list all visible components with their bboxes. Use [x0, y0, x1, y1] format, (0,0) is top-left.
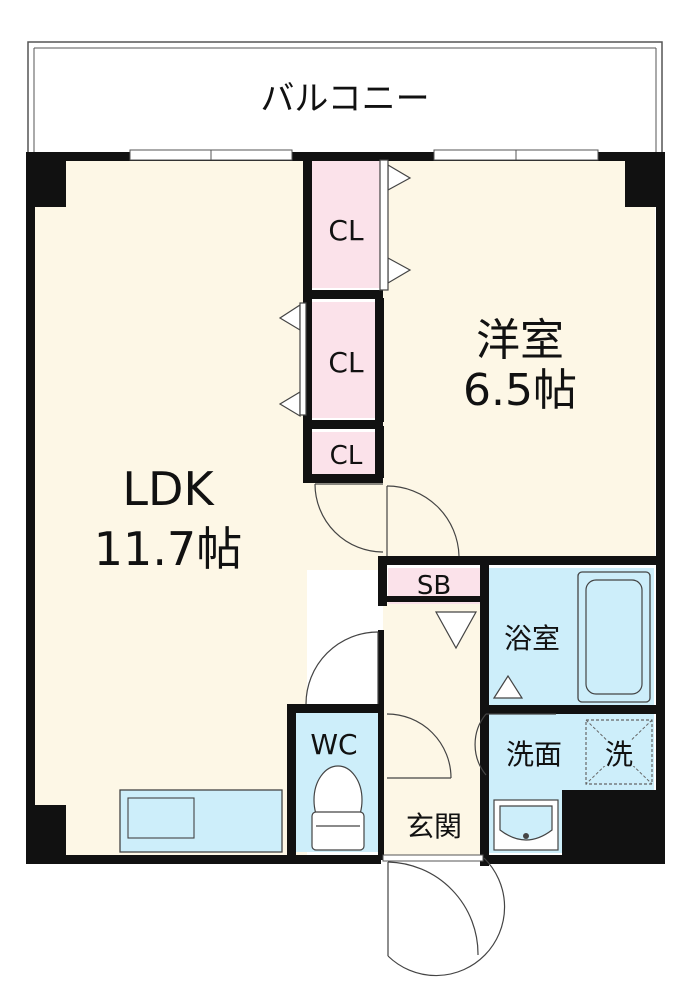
cl-middle-label: CL	[328, 346, 364, 379]
western-room-name-label: 洋室	[476, 315, 564, 366]
closet-doors	[278, 159, 412, 418]
kitchen-counter	[119, 789, 283, 853]
ldk-size-label: 11.7帖	[94, 522, 242, 576]
washer-label: 洗	[605, 738, 633, 771]
wash-basin	[493, 799, 559, 851]
door-swings	[305, 483, 556, 977]
western-room-size-label: 6.5帖	[463, 365, 577, 416]
entrance-step	[382, 854, 484, 862]
toilet	[311, 765, 365, 851]
balcony-label: バルコニー	[260, 79, 429, 119]
toilet-label: WC	[310, 728, 357, 761]
washroom-label: 洗面	[506, 738, 562, 771]
cl-top-floor	[312, 160, 380, 288]
washer-pan	[585, 719, 653, 785]
ldk-name-label: LDK	[122, 462, 215, 516]
western-room-floor	[383, 160, 655, 560]
cl-top-label: CL	[328, 214, 364, 247]
bathtub	[492, 571, 651, 703]
cl-middle-floor	[312, 302, 380, 418]
cl-bottom-label: CL	[330, 441, 363, 471]
sb-label: SB	[417, 571, 451, 601]
ldk-floor	[32, 160, 307, 858]
hallway-floor	[307, 480, 383, 570]
cl-bottom-floor	[312, 432, 380, 476]
walls	[26, 152, 665, 866]
hallway-floor-2	[383, 600, 483, 855]
windows	[129, 149, 599, 161]
bathroom-label: 浴室	[504, 622, 560, 655]
sb-door	[434, 611, 478, 650]
entrance-label: 玄関	[406, 810, 462, 843]
balcony	[27, 41, 663, 155]
